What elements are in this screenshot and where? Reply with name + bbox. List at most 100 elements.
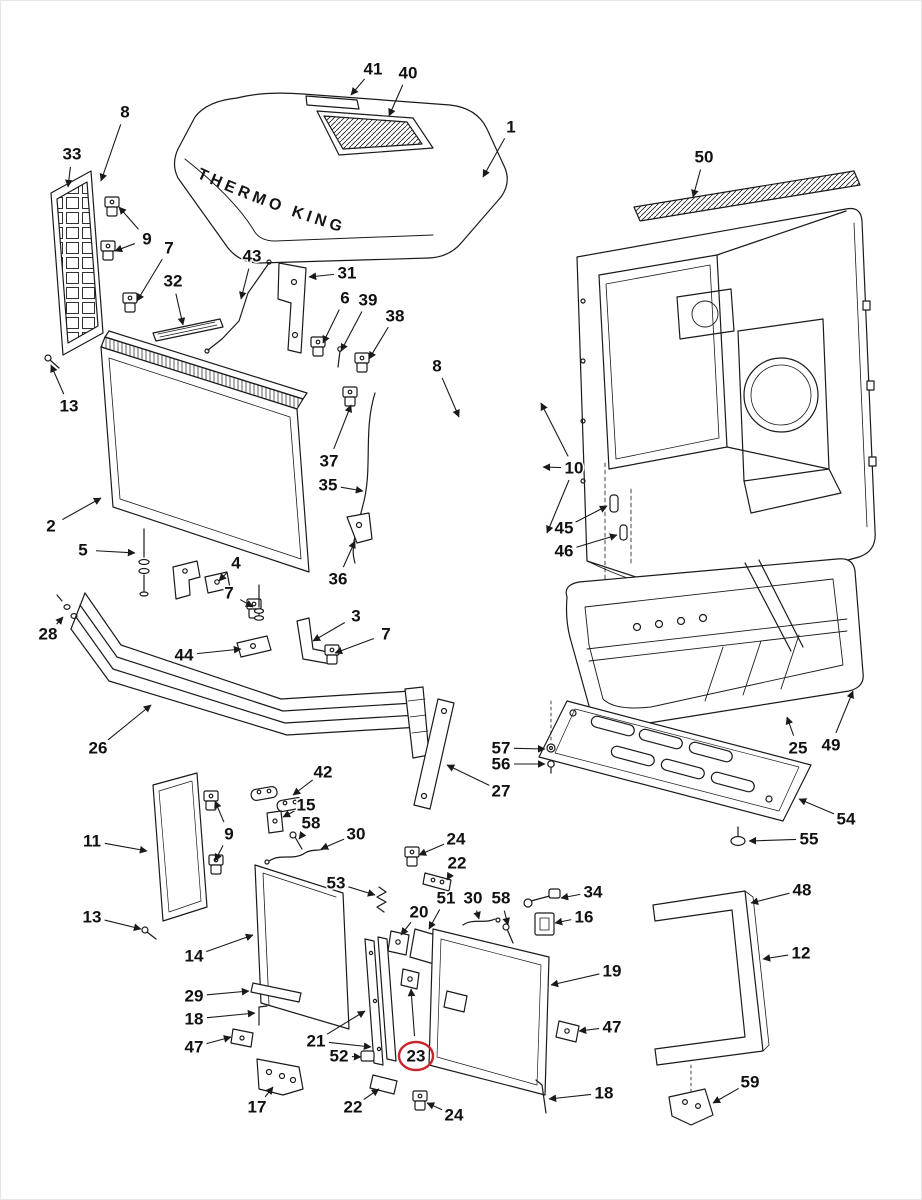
part-callout-13: 13: [81, 906, 142, 932]
part-callout-47: 47: [183, 1035, 232, 1058]
part-number-label: 56: [492, 755, 511, 774]
part-number-label: 3: [351, 607, 360, 626]
part-callout-28: 28: [37, 616, 64, 645]
part-callout-29: 29: [183, 985, 250, 1007]
panel-hardware: [250, 786, 325, 865]
part-callout-44: 44: [173, 644, 242, 666]
part-number-label: 25: [789, 739, 808, 758]
part-number-label: 38: [386, 307, 405, 326]
part-callout-49: 49: [820, 690, 854, 756]
part-callout-13: 13: [50, 364, 80, 417]
part-number-label: 12: [792, 944, 811, 963]
part-callout-45: 45: [553, 505, 608, 539]
part-number-label: 14: [185, 947, 204, 966]
part-number-label: 29: [185, 987, 204, 1006]
lower-bracket: [668, 1064, 714, 1126]
part-callout-24: 24: [418, 828, 467, 856]
part-number-label: 28: [39, 625, 58, 644]
part-number-label: 32: [164, 272, 183, 291]
part-callout-22: 22: [446, 852, 468, 881]
part-number-label: 40: [399, 64, 418, 83]
part-number-label: 51: [437, 889, 456, 908]
part-number-label: 47: [185, 1038, 204, 1057]
part-number-label: 37: [320, 452, 339, 471]
door-assembly: [428, 888, 580, 1114]
part-23-clip: [400, 968, 420, 990]
part-number-label: 42: [314, 763, 333, 782]
part-callout-35: 35: [317, 474, 364, 496]
part-callout-12: 12: [762, 942, 812, 964]
left-side-panel: [141, 772, 224, 940]
part-callout-56: 56: [490, 753, 546, 775]
part-callout-17: 17: [246, 1086, 274, 1118]
part-callout-58: 58: [490, 887, 512, 926]
part-callout-26: 26: [87, 704, 152, 759]
part-callout-20: 20: [400, 901, 430, 936]
part-callout-2: 2: [45, 497, 102, 537]
part-callout-10: 10: [540, 402, 585, 534]
part-number-label: 11: [83, 832, 101, 851]
part-number-label: 8: [120, 103, 129, 122]
part-callout-57: 57: [490, 737, 546, 759]
support-frame: [565, 558, 864, 726]
hood-assembly: THERMO KING: [173, 92, 508, 264]
part-callout-27: 27: [446, 764, 512, 802]
part-callout-36: 36: [327, 540, 356, 590]
part-number-label: 54: [837, 810, 856, 829]
mounting-pins: [604, 462, 632, 584]
part-callout-52: 52: [328, 1045, 362, 1067]
part-number-label: 31: [338, 264, 357, 283]
part-callout-6: 6: [322, 287, 351, 344]
part-number-label: 7: [381, 625, 390, 644]
part-callout-31: 31: [308, 262, 358, 284]
part-callout-9: 9: [214, 800, 235, 862]
part-callout-30: 30: [462, 887, 484, 920]
part-number-label: 49: [822, 736, 841, 755]
part-callout-7: 7: [136, 237, 175, 302]
part-callout-18: 18: [548, 1082, 615, 1104]
part-number-label: 10: [565, 459, 584, 478]
part-callout-43: 43: [239, 245, 263, 300]
part-callout-19: 19: [550, 960, 623, 988]
part-callout-58: 58: [298, 812, 322, 840]
part-callout-9: 9: [114, 206, 153, 253]
support-strip: [413, 698, 455, 810]
bumper: [70, 592, 430, 759]
part-callout-41: 41: [350, 58, 384, 96]
part-number-label: 15: [297, 796, 316, 815]
part-number-label: 8: [432, 357, 441, 376]
part-number-label: 43: [243, 247, 262, 266]
part-number-label: 52: [330, 1047, 349, 1066]
part-callout-30: 30: [320, 823, 367, 850]
part-number-label: 57: [492, 739, 511, 758]
screw: [44, 354, 52, 362]
part-number-label: 26: [89, 739, 108, 758]
part-number-label: 19: [603, 962, 622, 981]
part-callout-39: 39: [340, 289, 379, 352]
left-grille-assembly: [44, 170, 224, 369]
part-callout-46: 46: [553, 533, 618, 562]
part-number-label: 18: [185, 1010, 204, 1029]
part-number-label: 46: [555, 542, 574, 561]
part-number-label: 9: [224, 825, 233, 844]
part-callout-14: 14: [183, 933, 254, 967]
part-number-label: 45: [555, 519, 574, 538]
bottom-plate: [538, 700, 812, 847]
part-callout-8: 8: [431, 355, 460, 418]
part-callout-3: 3: [312, 605, 362, 642]
part-callout-55: 55: [748, 828, 820, 850]
part-number-label: 50: [695, 148, 714, 167]
part-callout-42: 42: [292, 761, 334, 796]
part-callout-7: 7: [334, 623, 392, 655]
part-number-label: 35: [319, 476, 338, 495]
part-number-label: 53: [327, 874, 346, 893]
part-callout-25: 25: [785, 716, 809, 759]
small-fasteners: [546, 700, 556, 774]
center-hardware: [360, 846, 514, 1111]
part-callout-18: 18: [183, 1008, 256, 1030]
part-number-label: 13: [60, 397, 79, 416]
spring: [376, 886, 387, 913]
part-number-label: 7: [164, 239, 173, 258]
